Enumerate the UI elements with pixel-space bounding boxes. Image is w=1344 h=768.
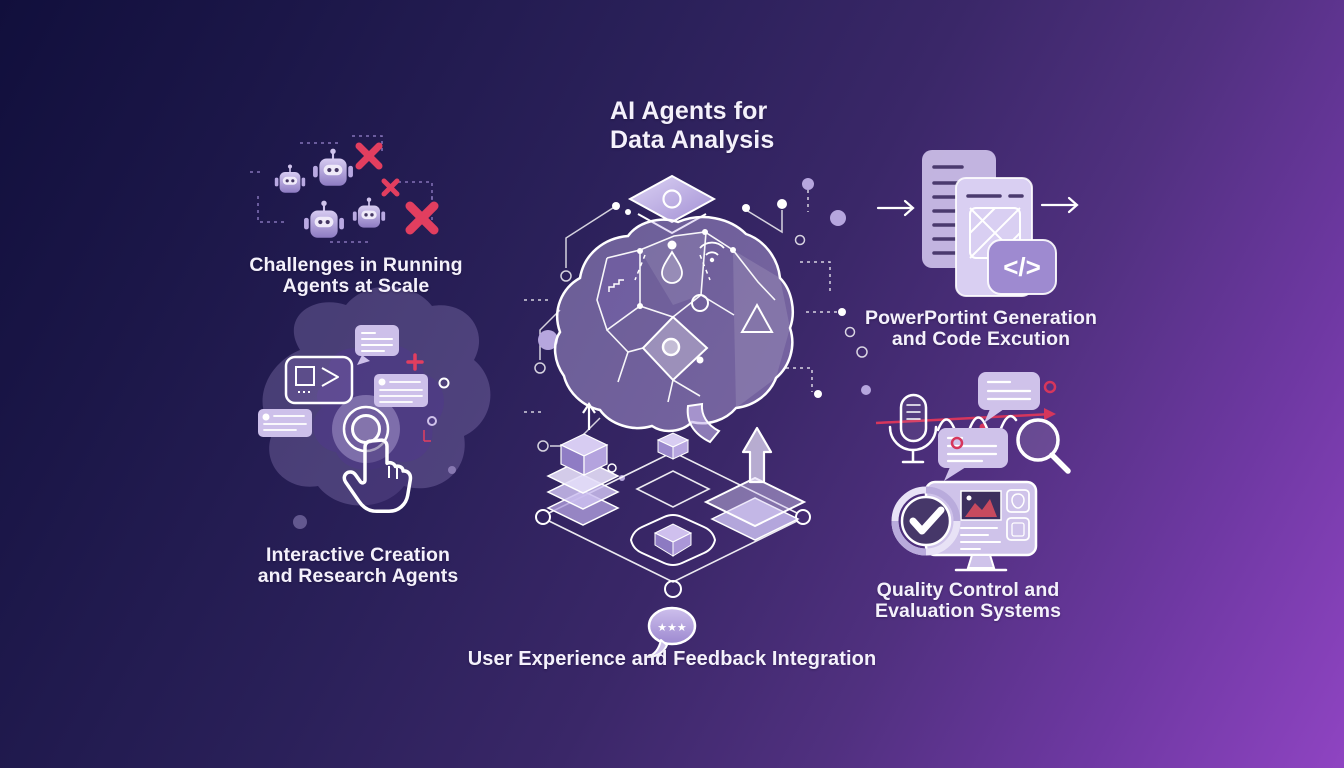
documents-group-icon: </> xyxy=(876,150,1079,297)
diamond-facet xyxy=(641,315,709,382)
app-tile-icon xyxy=(1006,517,1030,541)
robot-icon xyxy=(352,197,386,229)
robot-icon xyxy=(312,148,354,187)
small-cube-icon xyxy=(656,432,690,460)
label-quality: Quality Control and Evaluation Systems xyxy=(874,579,1062,623)
drop-glyph xyxy=(661,250,683,284)
chat-bubble-icon xyxy=(938,428,1008,481)
triangle-glyph xyxy=(740,302,774,333)
title-line-1: AI Agents for xyxy=(610,97,768,125)
chat-card-icon xyxy=(355,325,399,365)
layer-stack-icon xyxy=(546,402,620,526)
note-card-icon xyxy=(374,374,428,407)
plus-icon xyxy=(406,353,424,371)
stars-glyph: ★★★ xyxy=(657,621,687,634)
brain-icon xyxy=(553,215,794,444)
brain-stem xyxy=(686,402,721,444)
code-glyph: </> xyxy=(1003,252,1041,282)
voice-analysis-icon xyxy=(875,372,1071,481)
waveform-icon xyxy=(936,414,1018,440)
microphone-icon xyxy=(888,393,938,464)
presentation-card-icon xyxy=(284,355,354,405)
isometric-platform-icon xyxy=(535,402,811,598)
note-card-icon xyxy=(258,409,312,437)
code-badge-icon: </> xyxy=(987,239,1057,295)
checkmark-badge-icon xyxy=(891,486,961,556)
label-ux: User Experience and Feedback Integration xyxy=(467,648,877,670)
robots-cluster-icon xyxy=(250,135,439,243)
error-x-icons xyxy=(355,142,439,235)
quality-monitor-icon xyxy=(891,480,1038,572)
label-interactive: Interactive Creation and Research Agents xyxy=(257,544,459,588)
wifi-glyph xyxy=(699,241,725,256)
platform-arrow-icon xyxy=(703,426,807,541)
feedback-bubble-icon: ★★★ xyxy=(647,606,697,658)
robot-icon xyxy=(303,200,345,239)
cursor-hand-icon xyxy=(342,438,413,514)
title-line-2: Data Analysis xyxy=(610,126,775,155)
diamond-icon xyxy=(627,174,717,235)
label-challenges: Challenges in Running Agents at Scale xyxy=(249,254,463,298)
app-tile-icon xyxy=(1006,489,1030,513)
page-title: AI Agents for Data Analysis xyxy=(610,97,774,156)
rounded-diamond-icon xyxy=(629,514,717,566)
magnifier-icon xyxy=(1016,418,1071,474)
robot-icon xyxy=(274,164,306,194)
interactive-blob-icon xyxy=(258,286,491,529)
arrow-up-icon xyxy=(741,426,773,484)
arrow-right-icon xyxy=(1067,196,1079,214)
arrow-up-icon xyxy=(582,402,596,414)
chat-bubble-icon xyxy=(978,372,1040,423)
arrow-right-icon xyxy=(903,199,915,217)
circuit-traces-icon xyxy=(524,190,868,452)
brain-illustration xyxy=(524,174,871,598)
label-powerpoint: PowerPortint Generation and Code Excutio… xyxy=(865,307,1097,351)
